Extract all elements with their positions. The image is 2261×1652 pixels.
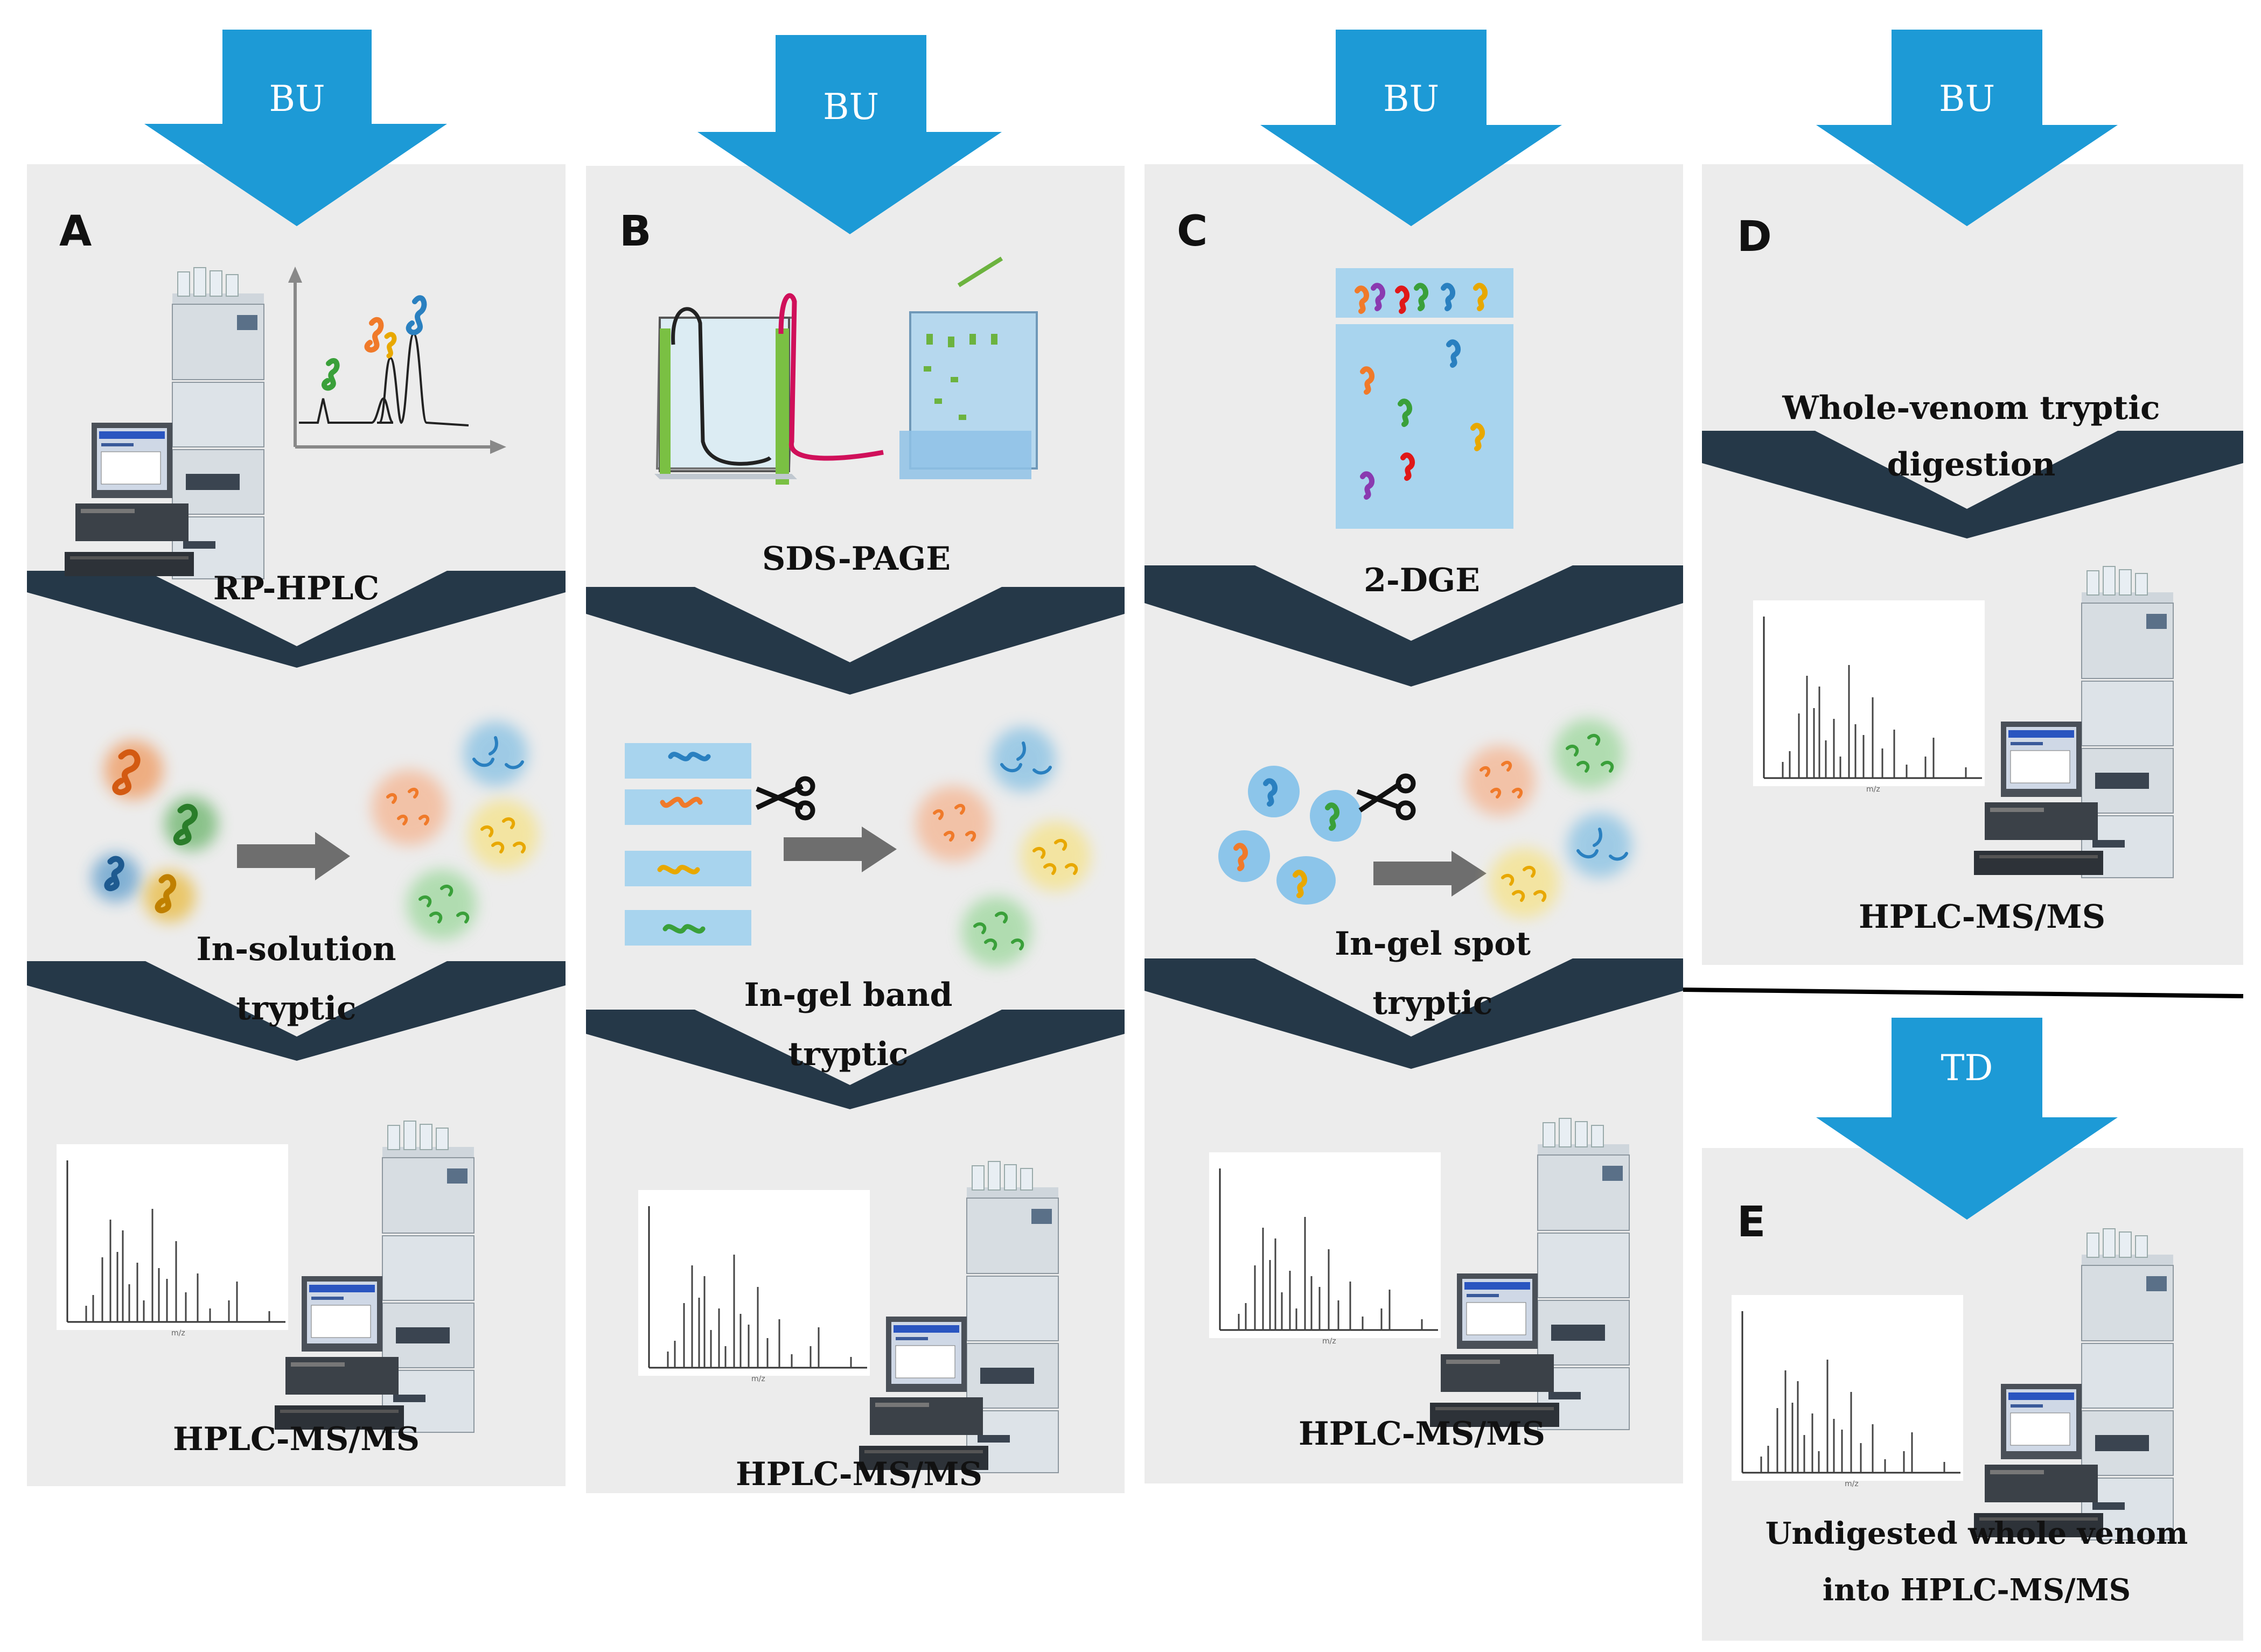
- digestion-label-d-line1: Whole-venom tryptic: [1782, 389, 2160, 427]
- digestion-label-b-line1: In-gel band: [744, 976, 953, 1014]
- arrow-c: [1260, 30, 1562, 226]
- in-gel-band-graphic: [625, 727, 1091, 967]
- arrow-b: [697, 35, 1002, 234]
- panel-letter-e: E: [1737, 1198, 1766, 1247]
- panel-letter-a: A: [59, 207, 92, 256]
- arrow-label-d: BU: [1938, 78, 1995, 120]
- separation-label-a: RP-HPLC: [213, 570, 380, 607]
- analysis-label-d: HPLC-MS/MS: [1858, 898, 2106, 936]
- chevron-b2: [586, 1010, 1125, 1109]
- separation-label-c: 2-DGE: [1364, 562, 1480, 599]
- scissors-icon-c: [1356, 773, 1416, 821]
- mz-label-e: m/z: [1845, 1480, 1859, 1488]
- mz-label-a: m/z: [171, 1329, 185, 1338]
- panel-letter-c: C: [1177, 207, 1208, 256]
- ms-graphic-d: [1752, 566, 2174, 878]
- mz-label-b: m/z: [751, 1375, 765, 1383]
- arrow-e: [1816, 1018, 2118, 1220]
- arrow-label-b: BU: [822, 86, 880, 128]
- separation-label-b: SDS-PAGE: [762, 540, 951, 578]
- in-solution-digestion-graphic: [92, 722, 539, 940]
- analysis-label-a: HPLC-MS/MS: [172, 1420, 420, 1458]
- analysis-label-e-line2: into HPLC-MS/MS: [1822, 1572, 2131, 1608]
- ms-graphic-e: [1730, 1228, 2174, 1541]
- digestion-label-a-line2: tryptic: [236, 990, 357, 1027]
- scissors-icon-b: [756, 776, 815, 821]
- arrow-label-a: BU: [269, 78, 325, 120]
- panel-letter-d: D: [1737, 213, 1772, 261]
- analysis-label-b: HPLC-MS/MS: [735, 1455, 983, 1493]
- arrow-label-c: BU: [1383, 78, 1440, 120]
- sds-page-graphic: [654, 256, 1038, 485]
- analysis-label-e-line1: Undigested whole venom: [1765, 1516, 2188, 1551]
- panel-letter-b: B: [619, 207, 652, 256]
- digestion-label-c-line1: In-gel spot: [1335, 925, 1531, 963]
- in-gel-spot-graphic: [1218, 719, 1632, 918]
- ms-graphic-c: [1208, 1118, 1630, 1430]
- arrow-label-e: TD: [1941, 1047, 1993, 1089]
- two-dge-graphic: [1336, 268, 1513, 529]
- digestion-label-b-line2: tryptic: [788, 1035, 909, 1073]
- digestion-label-d-line2: digestion: [1887, 446, 2056, 484]
- analysis-label-c: HPLC-MS/MS: [1298, 1415, 1546, 1453]
- chevron-a2: [27, 961, 566, 1061]
- chevrons: [27, 431, 2243, 1109]
- mz-label-c: m/z: [1322, 1337, 1336, 1346]
- chevron-c2: [1145, 958, 1683, 1069]
- chevron-b1: [586, 587, 1125, 695]
- chevron-d: [1702, 431, 2243, 538]
- arrow-a: [144, 30, 447, 226]
- arrows: [144, 30, 2118, 1220]
- arrow-d: [1816, 30, 2118, 226]
- digestion-label-a-line1: In-solution: [196, 930, 396, 968]
- ms-graphic-a: [55, 1121, 474, 1433]
- ms-graphic-b: [637, 1161, 1059, 1473]
- mz-label-d: m/z: [1866, 785, 1880, 794]
- digestion-label-c-line2: tryptic: [1372, 984, 1493, 1022]
- rp-hplc-graphic: [64, 267, 506, 579]
- chevron-a1: [27, 571, 566, 668]
- d-e-divider: [1683, 988, 2244, 998]
- chevron-c1: [1145, 565, 1683, 687]
